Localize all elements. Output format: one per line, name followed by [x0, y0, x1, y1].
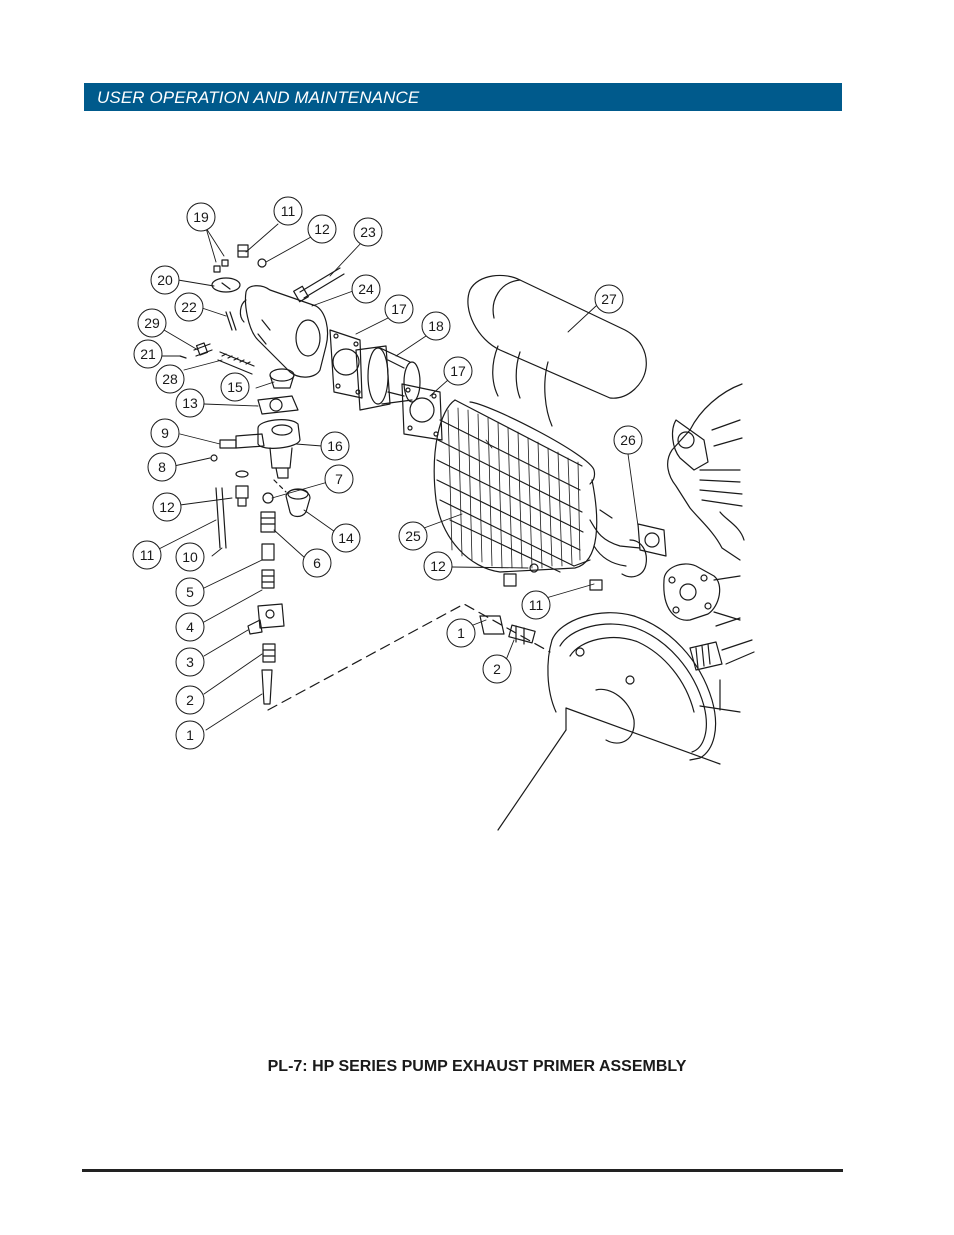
svg-text:12: 12 [430, 558, 446, 574]
elbow-fitting-right [479, 615, 536, 645]
top-screw-washer [237, 244, 267, 268]
callout-12-top: 12 [307, 214, 337, 244]
callout-leader-lines [150, 223, 639, 731]
outlet-gasket [637, 523, 667, 557]
svg-text:12: 12 [314, 221, 330, 237]
svg-text:5: 5 [186, 584, 194, 600]
svg-text:18: 18 [428, 318, 444, 334]
callout-28: 28 [155, 364, 185, 394]
svg-text:7: 7 [335, 471, 343, 487]
callout-8: 8 [147, 452, 177, 482]
svg-text:4: 4 [186, 619, 194, 635]
footer-rule [82, 1169, 843, 1172]
callout-10: 10 [175, 542, 205, 572]
callout-23: 23 [353, 217, 383, 247]
svg-text:12: 12 [159, 499, 175, 515]
svg-text:17: 17 [391, 301, 407, 317]
callout-12-left: 12 [152, 492, 182, 522]
muffler-heat-shield [467, 274, 647, 427]
svg-text:1: 1 [186, 727, 194, 743]
svg-text:13: 13 [182, 395, 198, 411]
callout-4: 4 [175, 612, 205, 642]
callout-11-right: 11 [521, 590, 551, 620]
svg-text:24: 24 [358, 281, 374, 297]
svg-text:11: 11 [281, 203, 296, 219]
callout-20: 20 [150, 265, 180, 295]
svg-text:11: 11 [140, 547, 155, 563]
callout-21: 21 [133, 339, 163, 369]
callout-26: 26 [613, 425, 643, 455]
svg-text:1: 1 [457, 625, 465, 641]
svg-text:29: 29 [144, 315, 160, 331]
callout-17-lower: 17 [443, 356, 473, 386]
callout-15: 15 [220, 372, 250, 402]
svg-text:21: 21 [140, 346, 156, 362]
flange-gasket-upper [329, 329, 363, 399]
svg-text:9: 9 [161, 425, 169, 441]
svg-text:15: 15 [227, 379, 243, 395]
callout-27: 27 [594, 284, 624, 314]
callout-18: 18 [421, 311, 451, 341]
svg-text:14: 14 [338, 530, 354, 546]
callout-24: 24 [351, 274, 381, 304]
svg-text:2: 2 [186, 692, 194, 708]
svg-text:6: 6 [313, 555, 321, 571]
svg-text:2: 2 [493, 661, 501, 677]
figure-caption: PL-7: HP SERIES PUMP EXHAUST PRIMER ASSE… [267, 1058, 687, 1075]
callout-12-right: 12 [423, 551, 453, 581]
drive-pulley [497, 612, 721, 831]
fuel-line-dashed [267, 603, 551, 711]
callout-19: 19 [186, 202, 216, 232]
callout-9: 9 [150, 418, 180, 448]
callout-3: 3 [175, 647, 205, 677]
callout-29: 29 [137, 308, 167, 338]
section-header-title: USER OPERATION AND MAINTENANCE [97, 88, 420, 107]
svg-text:17: 17 [450, 363, 466, 379]
callout-7: 7 [324, 464, 354, 494]
exhaust-adapter [355, 345, 421, 411]
svg-text:11: 11 [529, 597, 544, 613]
callout-2-right: 2 [482, 654, 512, 684]
flange-gasket-lower [401, 383, 443, 441]
callout-2-left: 2 [175, 685, 205, 715]
svg-text:10: 10 [182, 549, 198, 565]
callout-1-right: 1 [446, 618, 476, 648]
callout-6: 6 [302, 548, 332, 578]
svg-text:28: 28 [162, 371, 178, 387]
callout-25: 25 [398, 521, 428, 551]
decal-and-pins [179, 259, 255, 375]
valve-stack [210, 368, 311, 518]
svg-text:25: 25 [405, 528, 421, 544]
svg-text:8: 8 [158, 459, 166, 475]
callout-14: 14 [331, 523, 361, 553]
callout-17-upper: 17 [384, 294, 414, 324]
svg-text:3: 3 [186, 654, 194, 670]
callout-16: 16 [320, 431, 350, 461]
callout-5: 5 [175, 577, 205, 607]
section-header-bar: USER OPERATION AND MAINTENANCE [84, 83, 842, 111]
primer-tube-and-fittings [215, 470, 285, 705]
callout-11-left: 11 [132, 540, 162, 570]
muffler-body [433, 399, 647, 578]
callout-13: 13 [175, 388, 205, 418]
callout-22: 22 [174, 292, 204, 322]
callout-1-left: 1 [175, 720, 205, 750]
primer-body [239, 285, 329, 378]
svg-text:27: 27 [601, 291, 617, 307]
engine-assembly [663, 383, 755, 713]
svg-text:23: 23 [360, 224, 376, 240]
svg-text:26: 26 [620, 432, 636, 448]
svg-text:19: 19 [193, 209, 209, 225]
svg-text:20: 20 [157, 272, 173, 288]
svg-text:22: 22 [181, 299, 197, 315]
callout-11-top: 11 [273, 196, 303, 226]
svg-text:16: 16 [327, 438, 343, 454]
